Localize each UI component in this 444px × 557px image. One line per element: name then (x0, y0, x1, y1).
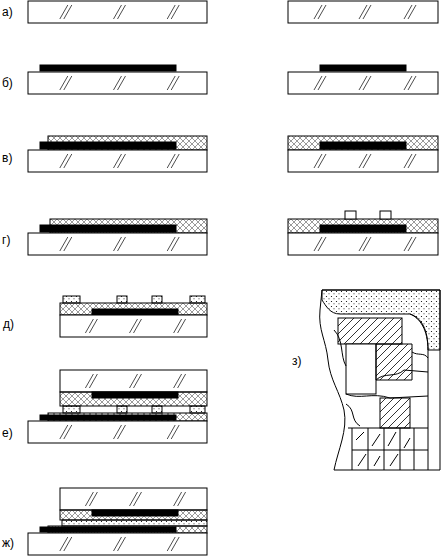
film (92, 392, 178, 398)
glass-plate (28, 233, 207, 255)
step-label: б) (2, 76, 13, 90)
bump (380, 211, 391, 219)
glass-plate (288, 72, 438, 94)
glass-plate (60, 488, 207, 510)
glass-plate (288, 150, 438, 172)
glass-plate (288, 233, 438, 255)
layer (288, 136, 438, 150)
film (92, 309, 178, 315)
spacer (62, 520, 207, 526)
step-label: в) (2, 151, 12, 165)
layer (60, 303, 207, 315)
glass-plate (28, 72, 207, 94)
step-label: е) (2, 426, 13, 440)
step-label: з) (292, 354, 302, 368)
glass-plate (60, 315, 207, 337)
step-label: а) (2, 5, 13, 19)
glass-plate (288, 1, 438, 23)
glass-plate (28, 1, 207, 23)
layer (60, 392, 207, 406)
glass-plate (28, 421, 207, 443)
glass-plate (28, 150, 207, 172)
step-label: г) (2, 233, 10, 247)
glass-layers (28, 1, 438, 555)
bump (345, 211, 356, 219)
spacer (117, 406, 127, 413)
spacer (63, 406, 80, 413)
film (40, 225, 176, 232)
film (320, 65, 406, 71)
film (40, 415, 176, 420)
glass-plate (60, 370, 207, 392)
glass-plate (28, 533, 207, 555)
film (40, 527, 176, 532)
spacer (117, 296, 127, 303)
layer (60, 510, 207, 520)
spacer (152, 406, 162, 413)
spacer (190, 406, 205, 413)
cross-section (320, 290, 440, 470)
spacer (63, 296, 80, 303)
spacer (152, 296, 162, 303)
film (40, 142, 176, 149)
spacer (190, 296, 205, 303)
film (40, 65, 176, 71)
film (320, 225, 406, 232)
step-label: д) (3, 317, 14, 331)
film (92, 510, 178, 516)
film (320, 142, 406, 149)
layer (288, 219, 438, 233)
step-label: ж) (2, 536, 14, 550)
